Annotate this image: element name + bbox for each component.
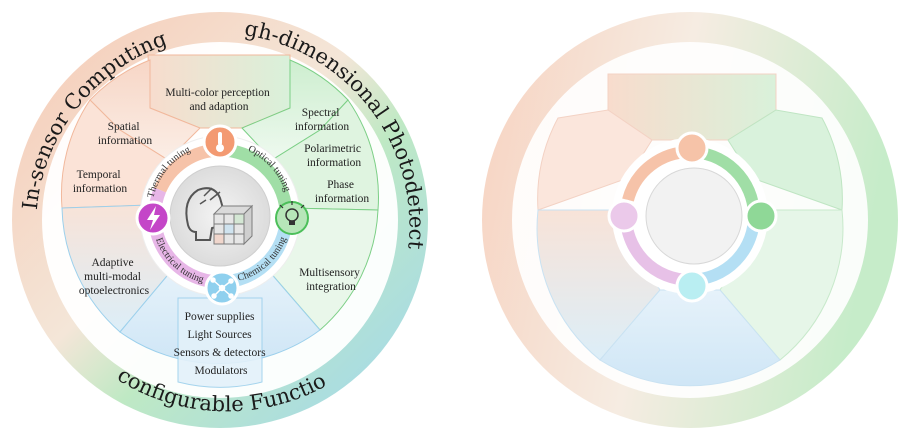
sector-spectral — [241, 59, 349, 161]
sector-temporal-text: Temporal information — [73, 169, 128, 195]
optical-node — [275, 201, 309, 235]
sector-bottom-text: Power supplies Light Sources Sensors & d… — [174, 311, 269, 377]
blank-node-pink — [607, 199, 641, 233]
electrical-node — [135, 200, 171, 236]
blank-sector-bottom — [599, 289, 781, 387]
sector-spectral-text: Spectral information — [295, 107, 350, 133]
sector-multisensory-text: Multisensory integration — [299, 267, 363, 293]
right-diagram — [482, 12, 898, 428]
blank-center-disc — [645, 167, 743, 265]
head-and-cube-icon — [185, 187, 254, 246]
thermometer-icon — [216, 132, 224, 152]
sector-phase-text: Phase information — [315, 179, 370, 205]
chemical-node — [204, 270, 240, 306]
blank-node-orange — [675, 131, 709, 165]
sector-spatial — [89, 59, 201, 161]
light-bulb-icon — [279, 201, 305, 225]
left-diagram: In-sensor Computing High-dimensional Pho… — [0, 0, 429, 428]
lightning-icon — [147, 206, 160, 230]
sector-polarimetric-text: Polarimetric information — [304, 143, 364, 169]
sector-adaptive-text: Adaptive multi-modal optoelectronics — [79, 257, 150, 297]
blank-node-green — [744, 199, 778, 233]
sector-spatial-text: Spatial information — [98, 121, 153, 147]
thermal-node — [202, 124, 238, 160]
sector-top-text: Multi-color perception and adaption — [165, 87, 272, 113]
molecule-icon — [210, 277, 234, 299]
blank-node-blue — [675, 269, 709, 303]
sector-bottom-inner — [177, 297, 263, 388]
